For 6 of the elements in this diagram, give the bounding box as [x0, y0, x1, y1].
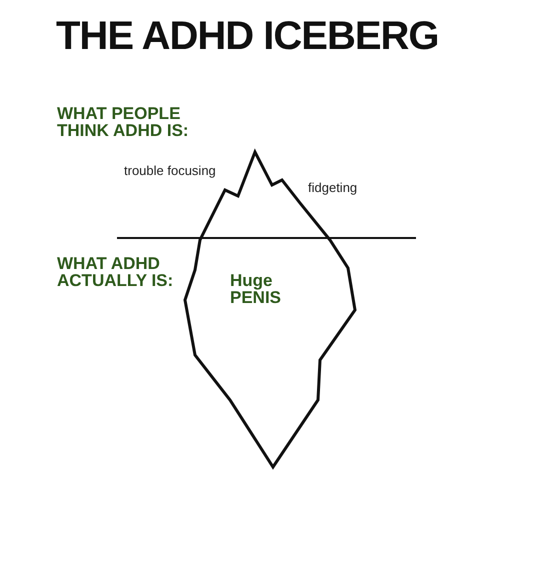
annotation-text: Huge PENIS — [230, 272, 282, 306]
section-heading: WHAT PEOPLE THINK ADHD IS: — [57, 105, 190, 139]
annotation-text: fidgeting — [308, 180, 358, 195]
annotation-text: trouble focusing — [124, 163, 216, 178]
section-heading: WHAT ADHD ACTUALLY IS: — [57, 255, 174, 289]
title: THE ADHD ICEBERG — [56, 14, 439, 59]
